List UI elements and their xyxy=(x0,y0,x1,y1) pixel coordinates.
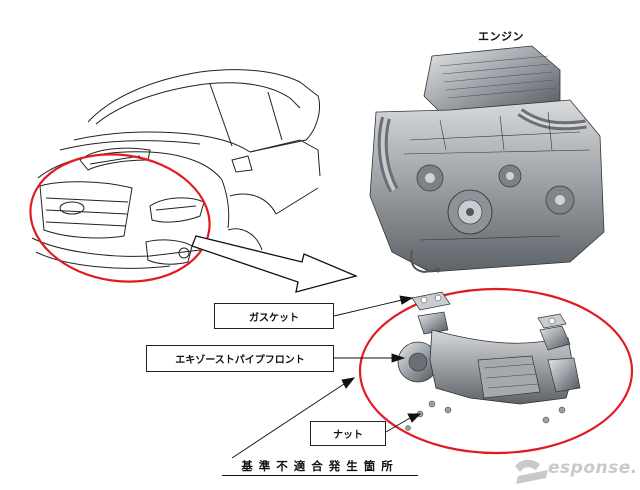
pointer-arrow xyxy=(191,235,358,293)
front-grille xyxy=(39,181,133,239)
engine-label: エンジン xyxy=(478,30,524,43)
hood-scoop xyxy=(79,147,151,171)
nut-parts xyxy=(405,400,566,431)
exhaust-assembly xyxy=(397,291,581,431)
front-highlight-ellipse xyxy=(29,153,211,283)
gasket-label: ガスケット xyxy=(249,312,299,324)
engine-illustration xyxy=(369,45,605,274)
car-line-drawing xyxy=(31,69,321,269)
exhaust-pipe-label: エキゾーストパイプフロント xyxy=(175,355,305,366)
watermark-text: esponse. xyxy=(548,458,638,478)
fog-light xyxy=(145,239,193,265)
exhaust-pipe-callout: エキゾーストパイプフロント xyxy=(146,345,334,372)
gasket-part xyxy=(411,291,451,311)
nut-callout: ナット xyxy=(310,421,386,446)
gasket-callout: ガスケット xyxy=(214,303,334,329)
response-logo-icon xyxy=(515,459,548,484)
emblem xyxy=(59,201,85,215)
nonconformity-location-caption: 基準不適合発生箇所 xyxy=(222,458,418,476)
response-watermark: esponse. xyxy=(512,456,638,482)
headlight xyxy=(149,197,205,223)
exhaust-highlight-ellipse xyxy=(358,287,634,455)
nut-label: ナット xyxy=(333,430,363,441)
leader-lines xyxy=(231,295,422,459)
